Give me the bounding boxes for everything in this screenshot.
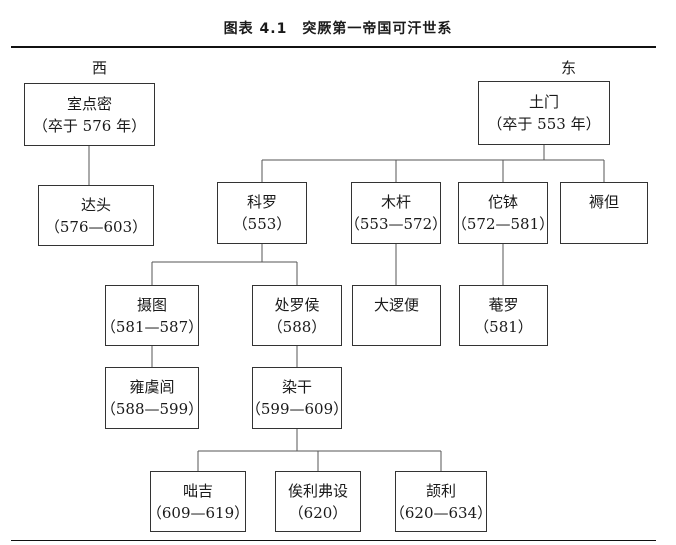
node-mugan: 木杆 （553—572） [345, 182, 447, 244]
node-years: （620—634） [389, 503, 493, 522]
node-name: 雍虞闾 [129, 378, 175, 396]
node-name: 大逻便 [373, 296, 419, 314]
node-years: （572—581） [451, 215, 555, 233]
node-anluo: 菴罗 （581） [459, 285, 548, 346]
node-name: 处罗侯 [274, 295, 320, 314]
node-name: 科罗 [246, 193, 277, 211]
node-years: （581—587） [100, 317, 204, 336]
node-chuluohou: 处罗侯 （588） [252, 285, 342, 346]
node-years: （588—599） [100, 400, 204, 418]
node-name: 木杆 [380, 193, 411, 211]
diagram-title: 图表 4.1 突厥第一帝国可汗世系 [223, 21, 453, 37]
node-jieli: 颉利 （620—634） [390, 471, 492, 532]
west-label: 西 [92, 59, 108, 77]
node-tuobo: 佗钵 （572—581） [452, 182, 554, 244]
node-name: 褥但 [588, 193, 619, 211]
top-rule [11, 46, 656, 48]
node-years: （620） [288, 503, 348, 522]
node-years: （581） [474, 317, 533, 336]
node-name: 染干 [281, 378, 312, 396]
node-keluo: 科罗 （553） [217, 182, 307, 244]
node-name: 咄吉 [182, 481, 213, 500]
east-label: 东 [561, 59, 577, 77]
node-years: （卒于 553 年） [487, 115, 601, 133]
node-name: 菴罗 [488, 295, 519, 314]
node-name: 室点密 [66, 94, 112, 113]
node-years: （576—603） [44, 217, 148, 236]
node-rangan: 染干 （599—609） [246, 367, 348, 429]
node-name: 俟利弗设 [287, 481, 348, 500]
node-years: （588） [267, 317, 327, 336]
node-duoji: 咄吉 （609—619） [146, 471, 250, 532]
node-name: 摄图 [136, 295, 167, 314]
node-name: 达头 [80, 195, 111, 214]
bottom-rule [11, 540, 656, 541]
node-years: （553—572） [344, 215, 448, 233]
node-shetu: 摄图 （581—587） [101, 285, 203, 346]
node-years: （卒于 576 年） [32, 116, 147, 135]
node-datou: 达头 （576—603） [38, 185, 154, 246]
node-rudan: 褥但 [560, 182, 648, 244]
node-daluobian: 大逻便 [352, 285, 441, 346]
node-tumen: 土门 （卒于 553 年） [478, 81, 610, 145]
node-shidianmi: 室点密 （卒于 576 年） [24, 83, 155, 146]
node-years: （609—619） [146, 503, 250, 522]
node-years: （553） [232, 215, 292, 233]
node-name: 土门 [528, 93, 559, 111]
node-name: 颉利 [425, 481, 456, 500]
node-yongyulu: 雍虞闾 （588—599） [101, 367, 203, 429]
node-years: （599—609） [245, 400, 349, 418]
node-sililfushe: 俟利弗设 （620） [275, 471, 361, 532]
node-name: 佗钵 [487, 193, 518, 211]
